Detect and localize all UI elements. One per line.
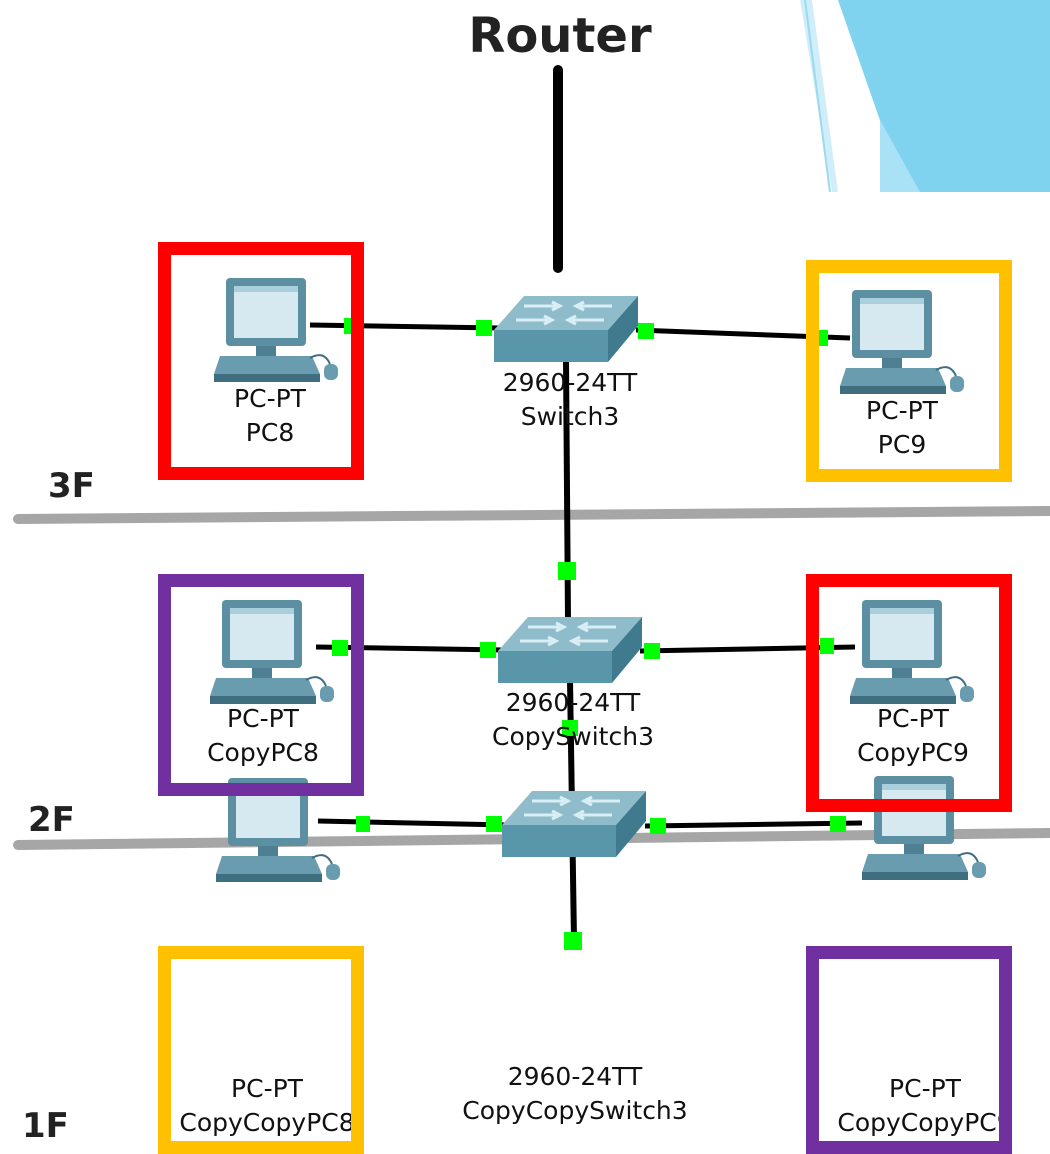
link-copycopyswitch3-copycopypc9 <box>644 820 863 829</box>
group-box-copycopypc8 <box>158 946 364 1154</box>
pc-name: PC9 <box>877 430 927 459</box>
pc-name: CopyCopyPC8 <box>179 1108 355 1137</box>
floor-divider-3f <box>13 506 1050 524</box>
pc-name: CopyCopyPC9 <box>837 1108 1013 1137</box>
switch-icon <box>492 294 640 364</box>
switch-name: Switch3 <box>520 402 620 431</box>
pc-type: PC-PT <box>889 1074 961 1103</box>
pc-name: PC8 <box>245 418 295 447</box>
copyswitch3-label: 2960-24TT CopySwitch3 <box>458 686 688 754</box>
link-copyswitch3-copypc9 <box>639 644 856 654</box>
copypc9-label: PC-PT CopyPC9 <box>818 702 1008 770</box>
copycopypc8-label: PC-PT CopyCopyPC8 <box>162 1072 372 1144</box>
floor-label-2f: 2F <box>28 800 75 840</box>
switch3-label: 2960-24TT Switch3 <box>460 366 680 434</box>
pc9-label: PC-PT PC9 <box>812 394 992 462</box>
copycopyswitch3-label: 2960-24TT CopyCopySwitch3 <box>430 1060 720 1128</box>
link-pc8-switch3 <box>309 322 501 331</box>
group-box-copypc9 <box>806 574 1012 812</box>
pc-type: PC-PT <box>866 396 938 425</box>
pc-type: PC-PT <box>234 384 306 413</box>
pc-type: PC-PT <box>877 704 949 733</box>
pc-type: PC-PT <box>231 1074 303 1103</box>
slide-accent-decoration <box>800 0 1050 193</box>
group-box-copypc8 <box>158 574 364 796</box>
copycopypc9-label: PC-PT CopyCopyPC9 <box>820 1072 1030 1144</box>
copypc8-label: PC-PT CopyPC8 <box>168 702 358 770</box>
group-box-copycopypc9 <box>806 946 1012 1154</box>
switch-icon <box>496 615 644 685</box>
pc8-label: PC-PT PC8 <box>180 382 360 450</box>
switch-model: 2960-24TT <box>507 1062 643 1091</box>
pc-name: CopyPC9 <box>857 738 969 767</box>
floor-label-1f: 1F <box>22 1106 69 1146</box>
floor-label-3f: 3F <box>48 466 95 506</box>
switch-name: CopySwitch3 <box>492 722 654 751</box>
group-box-pc9 <box>806 260 1012 482</box>
group-box-pc8 <box>158 242 364 480</box>
switch-model: 2960-24TT <box>505 688 641 717</box>
pc-type: PC-PT <box>227 704 299 733</box>
switch-icon <box>500 789 648 859</box>
link-copycopypc8-copycopyswitch3 <box>317 818 509 828</box>
pc-name: CopyPC8 <box>207 738 319 767</box>
router-label: Router <box>468 8 652 64</box>
switch-model: 2960-24TT <box>502 368 638 397</box>
switch-name: CopyCopySwitch3 <box>462 1096 688 1125</box>
